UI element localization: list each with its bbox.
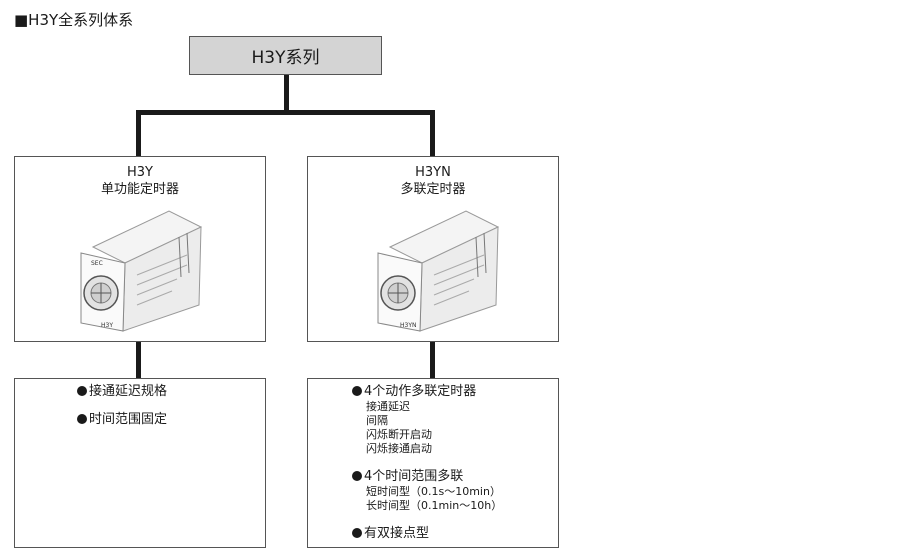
feature-item: 时间范围固定: [77, 411, 167, 428]
connector-left-features: [136, 341, 141, 379]
feature-sub-item: 长时间型（0.1min～10h）: [366, 499, 503, 512]
features-box-h3y: 接通延迟规格 时间范围固定: [14, 378, 266, 548]
feature-sub-item: 间隔: [366, 414, 388, 427]
bullet-dot: [352, 386, 362, 396]
product-type-h3y: 单功能定时器: [100, 182, 179, 197]
root-node: H3Y系列: [189, 36, 382, 75]
feature-label: 时间范围固定: [89, 412, 168, 427]
feature-item: 4个时间范围多联: [352, 468, 463, 485]
product-box-h3y: H3Y 单功能定时器 SEC H3Y: [14, 156, 266, 342]
h3yn-brand-label: H3YN: [400, 322, 416, 329]
bullet-dot: [77, 414, 87, 424]
feature-sub-item: 短时间型（0.1s～10min）: [366, 485, 501, 498]
product-model-h3y: H3Y: [127, 165, 153, 180]
feature-sub-item: 接通延迟: [366, 400, 410, 413]
feature-sub-item: 闪烁断开启动: [366, 428, 432, 441]
feature-label: 有双接点型: [364, 526, 430, 541]
h3y-unit-label: SEC: [91, 260, 103, 267]
page-heading: ■H3Y全系列体系: [14, 11, 134, 29]
product-model-h3yn: H3YN: [415, 165, 451, 180]
root-label: H3Y系列: [251, 48, 320, 68]
feature-item: 接通延迟规格: [77, 383, 167, 400]
h3yn-product-image: H3YN: [377, 210, 500, 332]
feature-label: 4个时间范围多联: [364, 469, 464, 484]
feature-label: 4个动作多联定时器: [364, 384, 477, 399]
bullet-dot: [352, 528, 362, 538]
bullet-dot: [352, 471, 362, 481]
feature-sub-item: 闪烁接通启动: [366, 442, 432, 455]
connector-right-down: [430, 110, 435, 157]
bullet-dot: [77, 386, 87, 396]
product-box-h3yn: H3YN 多联定时器 H3YN: [307, 156, 559, 342]
product-type-h3yn: 多联定时器: [400, 182, 466, 197]
connector-left-down: [136, 110, 141, 157]
features-box-h3yn: 4个动作多联定时器 接通延迟 间隔 闪烁断开启动 闪烁接通启动 4个时间范围多联…: [307, 378, 559, 548]
feature-item: 4个动作多联定时器: [352, 383, 476, 400]
connector-root-down: [284, 75, 289, 113]
connector-horizontal: [136, 110, 435, 115]
h3y-product-image: SEC H3Y: [80, 210, 203, 332]
feature-label: 接通延迟规格: [89, 384, 168, 399]
connector-right-features: [430, 341, 435, 379]
feature-item: 有双接点型: [352, 525, 429, 542]
h3y-brand-label: H3Y: [101, 322, 113, 329]
